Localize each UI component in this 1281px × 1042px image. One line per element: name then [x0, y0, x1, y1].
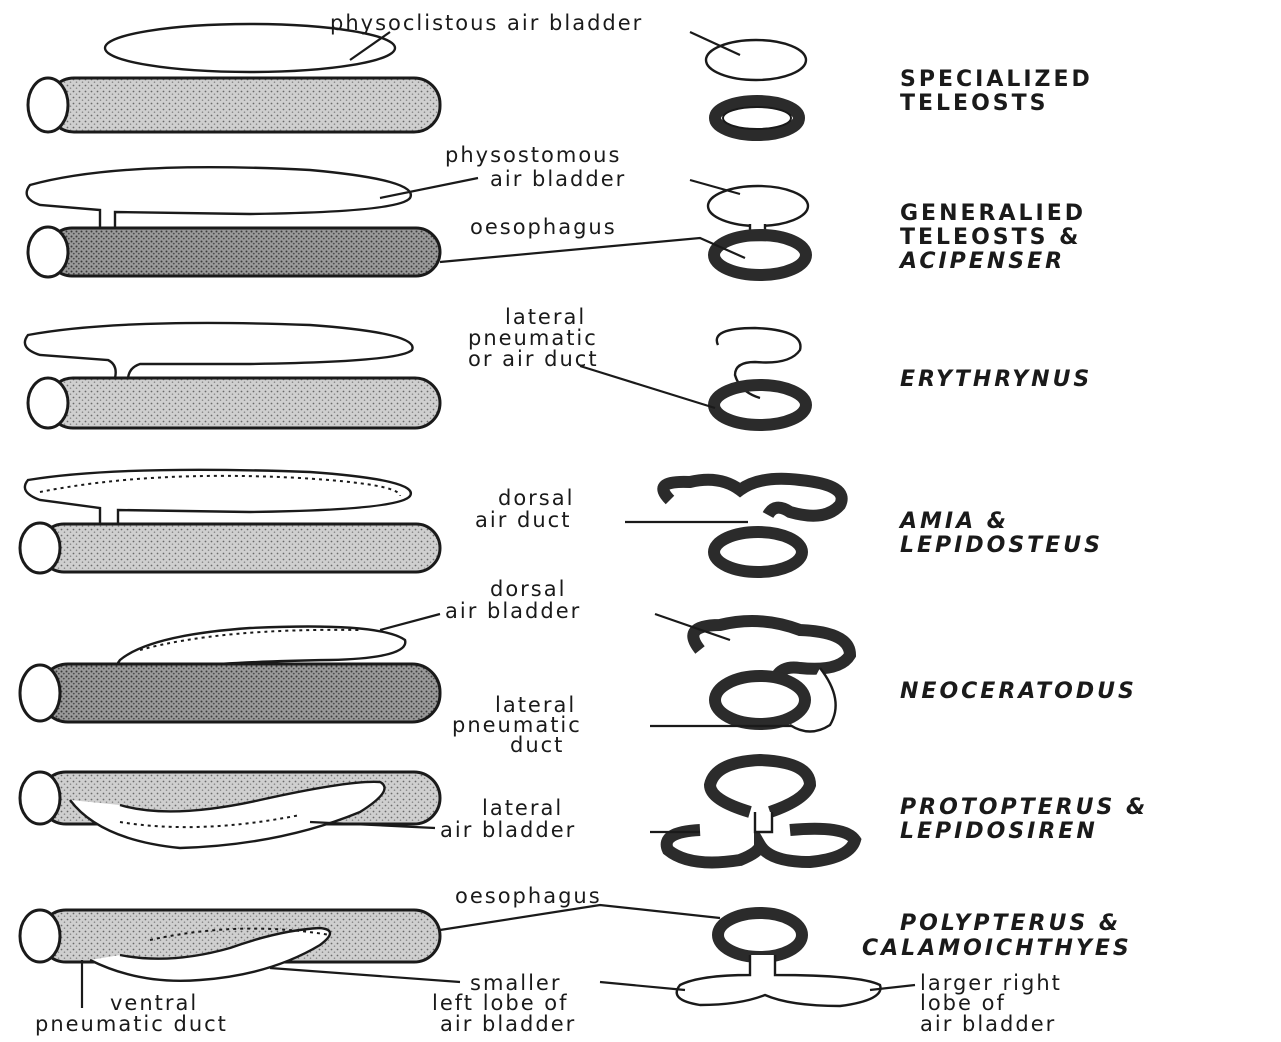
- label-dorsal-bladder: air bladder: [445, 599, 581, 623]
- cross-section-gut: [710, 760, 810, 812]
- gut-end: [28, 78, 68, 132]
- gut-tube: [40, 524, 440, 572]
- label-ventral-duct: pneumatic duct: [35, 1012, 228, 1036]
- label-larger-right-lobe: air bladder: [920, 1012, 1056, 1036]
- label-smaller-left-lobe: air bladder: [440, 1012, 576, 1036]
- label-lateral-bladder: lateral: [482, 796, 563, 820]
- gut-tube: [48, 228, 440, 276]
- group-label: TELEOSTS &: [900, 225, 1081, 250]
- row-specialized-teleosts: physoclistous air bladder SPECIALIZED TE…: [28, 11, 1093, 135]
- gut-end: [20, 665, 60, 721]
- air-bladder: [25, 323, 413, 380]
- group-label: SPECIALIZED: [900, 67, 1093, 92]
- group-label: TELEOSTS: [900, 91, 1048, 116]
- group-label: POLYPTERUS &: [900, 911, 1121, 936]
- air-bladder: [25, 470, 411, 525]
- group-label: ERYTHRYNUS: [900, 367, 1092, 392]
- row-amia-lepidosteus: dorsal air duct AMIA & LEPIDOSTEUS: [20, 470, 1103, 573]
- row-generalized-teleosts: physostomous air bladder oesophagus GENE…: [27, 143, 1086, 277]
- physostomous-bladder: [27, 167, 411, 228]
- label-dorsal-duct: dorsal: [498, 486, 574, 510]
- gut-end: [28, 227, 68, 277]
- label-lateral-duct: or air duct: [468, 347, 599, 371]
- row-protopterus-lepidosiren: lateral air bladder PROTOPTERUS & LEPIDO…: [20, 760, 1148, 862]
- row-polypterus-calamoichthyes: oesophagus smaller left lobe of air blad…: [20, 884, 1132, 1036]
- group-label: CALAMOICHTHYES: [862, 936, 1132, 961]
- label-oesophagus: oesophagus: [455, 884, 602, 908]
- gut-tube: [40, 664, 440, 722]
- label-oesophagus: oesophagus: [470, 215, 617, 239]
- group-label: LEPIDOSIREN: [900, 819, 1098, 844]
- cross-section-bladder: [667, 829, 855, 863]
- label-physostomous: air bladder: [490, 167, 626, 191]
- gut-tube: [48, 78, 440, 132]
- cross-section-gut: [715, 676, 805, 724]
- row-erythrynus: lateral pneumatic or air duct ERYTHRYNUS: [25, 305, 1092, 428]
- gut-end: [28, 378, 68, 428]
- gut-tube: [48, 378, 440, 428]
- label-lateral-bladder: air bladder: [440, 818, 576, 842]
- cross-section-gut: [718, 913, 802, 957]
- group-label: ACIPENSER: [898, 249, 1065, 274]
- cross-section-gut: [714, 385, 806, 425]
- row-neoceratodus: dorsal air bladder lateral pneumatic duc…: [20, 577, 1137, 757]
- group-label: GENERALIED: [900, 201, 1086, 226]
- gut-end: [20, 523, 60, 573]
- cross-section-gut: [714, 532, 802, 572]
- label-physostomous: physostomous: [445, 143, 621, 167]
- group-label: AMIA &: [898, 509, 1009, 534]
- group-label: PROTOPTERUS &: [900, 795, 1148, 820]
- group-label: LEPIDOSTEUS: [900, 533, 1103, 558]
- cross-section-bladder: [708, 186, 808, 226]
- group-label: NEOCERATODUS: [900, 679, 1137, 704]
- label-lateral-pneumatic: duct: [510, 733, 564, 757]
- cross-section-bladder: [677, 955, 881, 1006]
- gut-end: [20, 772, 60, 824]
- label-physoclistous: physoclistous air bladder: [330, 11, 643, 35]
- gut-end: [20, 910, 60, 962]
- label-dorsal-bladder: dorsal: [490, 577, 566, 601]
- cross-section-bladder: [663, 479, 841, 516]
- cross-section-gut: [714, 235, 806, 275]
- label-dorsal-duct: air duct: [475, 508, 571, 532]
